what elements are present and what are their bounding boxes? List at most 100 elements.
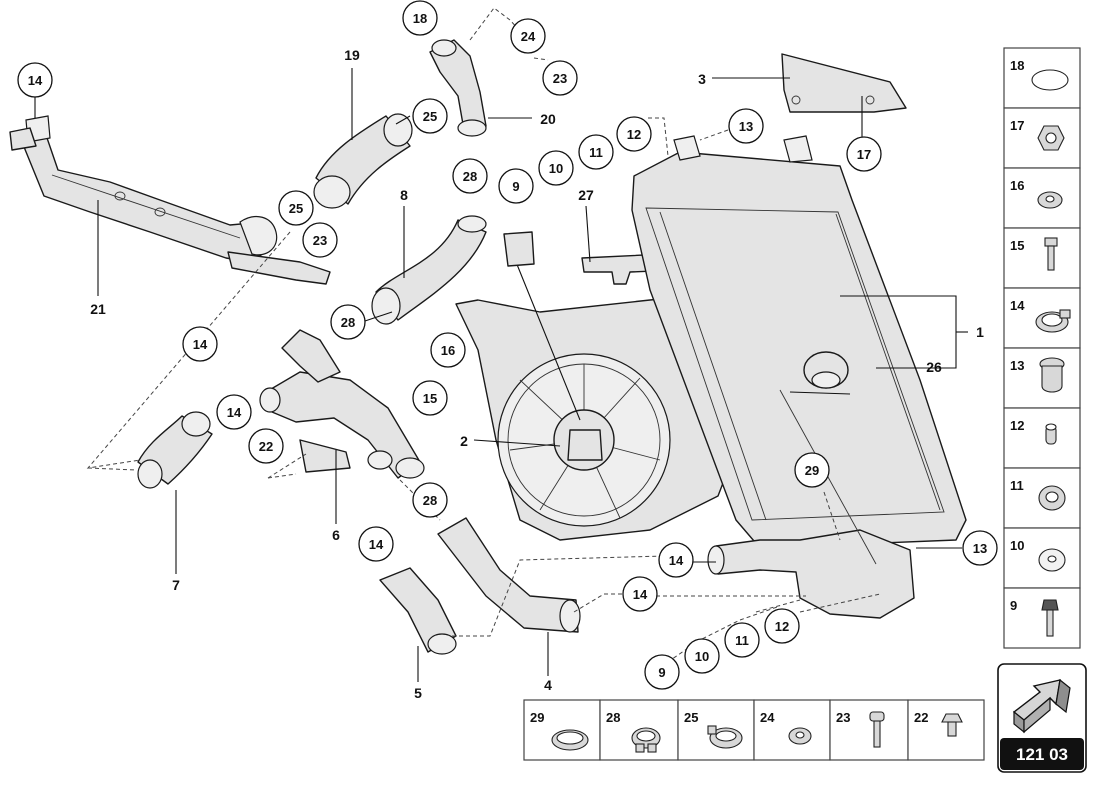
spring-clamp-icon	[707, 725, 743, 749]
band-clamp-icon	[631, 727, 661, 753]
hex-nut-icon	[1037, 125, 1065, 151]
callout-14: 14	[17, 62, 53, 98]
svg-text:9: 9	[512, 179, 519, 194]
svg-text:12: 12	[627, 127, 641, 142]
svg-text:23: 23	[553, 71, 567, 86]
legend-cell-11: 11	[1003, 467, 1081, 529]
distributor-6	[259, 329, 425, 479]
legend-cell-15: 15	[1003, 227, 1081, 289]
svg-text:15: 15	[423, 391, 437, 406]
legend-cell-28: 28	[599, 699, 679, 761]
legend-cell-14: 14	[1003, 287, 1081, 349]
svg-text:28: 28	[606, 710, 620, 725]
radiator-1	[631, 135, 967, 549]
bracket-3	[781, 53, 907, 113]
callout-16: 16	[430, 332, 466, 368]
hose-4	[437, 517, 581, 633]
callout-14: 14	[622, 576, 658, 612]
callout-9: 9	[644, 654, 680, 690]
page-code: 121 03	[1016, 745, 1068, 764]
label-2: 2	[460, 433, 468, 449]
legend-cell-17: 17	[1003, 107, 1081, 169]
part-labels: 19 20 3 27 8 21 1 26 2 6 7 5 4	[90, 47, 984, 701]
svg-text:13: 13	[973, 541, 987, 556]
svg-text:17: 17	[1010, 118, 1024, 133]
callout-11: 11	[724, 622, 760, 658]
callout-11: 11	[578, 134, 614, 170]
svg-text:16: 16	[1010, 178, 1024, 193]
flat-washer-icon	[1038, 548, 1066, 572]
connector-20	[429, 39, 487, 137]
fan-assembly-2	[455, 231, 729, 541]
legend-cell-16: 16	[1003, 167, 1081, 229]
svg-text:12: 12	[1010, 418, 1024, 433]
label-4: 4	[544, 677, 552, 693]
callout-22: 22	[248, 428, 284, 464]
pipe-21	[9, 115, 331, 285]
hose-clamp-icon	[1035, 309, 1071, 333]
svg-text:10: 10	[1010, 538, 1024, 553]
svg-text:11: 11	[1010, 478, 1024, 493]
svg-text:28: 28	[341, 315, 355, 330]
label-1: 1	[976, 324, 984, 340]
label-21: 21	[90, 301, 106, 317]
callout-24: 24	[510, 18, 546, 54]
callout-14: 14	[216, 394, 252, 430]
label-19: 19	[344, 47, 360, 63]
svg-text:14: 14	[633, 587, 648, 602]
hose-7	[137, 411, 213, 489]
flange-bolt-icon	[941, 713, 963, 737]
svg-text:22: 22	[259, 439, 273, 454]
spacer-sleeve-icon	[1045, 423, 1057, 445]
legend-cell-24: 24	[753, 699, 831, 761]
legend-cell-18: 18	[1003, 47, 1081, 109]
callout-14: 14	[182, 326, 218, 362]
label-3: 3	[698, 71, 706, 87]
bolt-icon	[869, 711, 885, 748]
svg-text:28: 28	[423, 493, 437, 508]
svg-text:22: 22	[914, 710, 928, 725]
arrow-up-right-icon	[1012, 678, 1071, 734]
svg-text:9: 9	[1010, 598, 1017, 613]
svg-text:11: 11	[735, 633, 749, 648]
page-code-box: 121 03	[997, 663, 1087, 773]
legend-cell-29: 29	[523, 699, 601, 761]
svg-text:14: 14	[369, 537, 384, 552]
thermostat-26	[803, 351, 849, 389]
callout-14: 14	[658, 542, 694, 578]
o-ring-icon	[551, 729, 589, 751]
hose-5	[379, 567, 457, 655]
svg-text:25: 25	[423, 109, 437, 124]
callout-23: 23	[542, 60, 578, 96]
callout-17: 17	[846, 136, 882, 172]
svg-text:17: 17	[857, 147, 871, 162]
callout-14: 14	[358, 526, 394, 562]
dashed-lines	[86, 7, 881, 671]
clamp-ring-icon	[1031, 69, 1069, 91]
callout-25: 25	[278, 190, 314, 226]
svg-text:14: 14	[193, 337, 208, 352]
washer-icon	[788, 727, 812, 745]
callout-group: 18 24 23 14 25 28 9 10 11 12 13 17 25 23…	[17, 0, 998, 690]
svg-text:25: 25	[684, 710, 698, 725]
callout-13: 13	[962, 530, 998, 566]
svg-text:25: 25	[289, 201, 303, 216]
legend-cell-13: 13	[1003, 347, 1081, 409]
callout-23: 23	[302, 222, 338, 258]
svg-text:15: 15	[1010, 238, 1024, 253]
svg-text:14: 14	[227, 405, 242, 420]
rubber-grommet-icon	[1039, 357, 1065, 393]
callout-9: 9	[498, 168, 534, 204]
svg-text:28: 28	[463, 169, 477, 184]
washer-icon	[1037, 191, 1063, 209]
callout-12: 12	[616, 116, 652, 152]
legend-cell-25: 25	[677, 699, 755, 761]
legend-cell-22: 22	[907, 699, 985, 761]
bushing-icon	[1038, 485, 1066, 511]
svg-text:29: 29	[530, 710, 544, 725]
hose-19	[313, 113, 413, 209]
legend-cell-10: 10	[1003, 527, 1081, 589]
label-6: 6	[332, 527, 340, 543]
callout-25: 25	[412, 98, 448, 134]
legend-cell-23: 23	[829, 699, 909, 761]
